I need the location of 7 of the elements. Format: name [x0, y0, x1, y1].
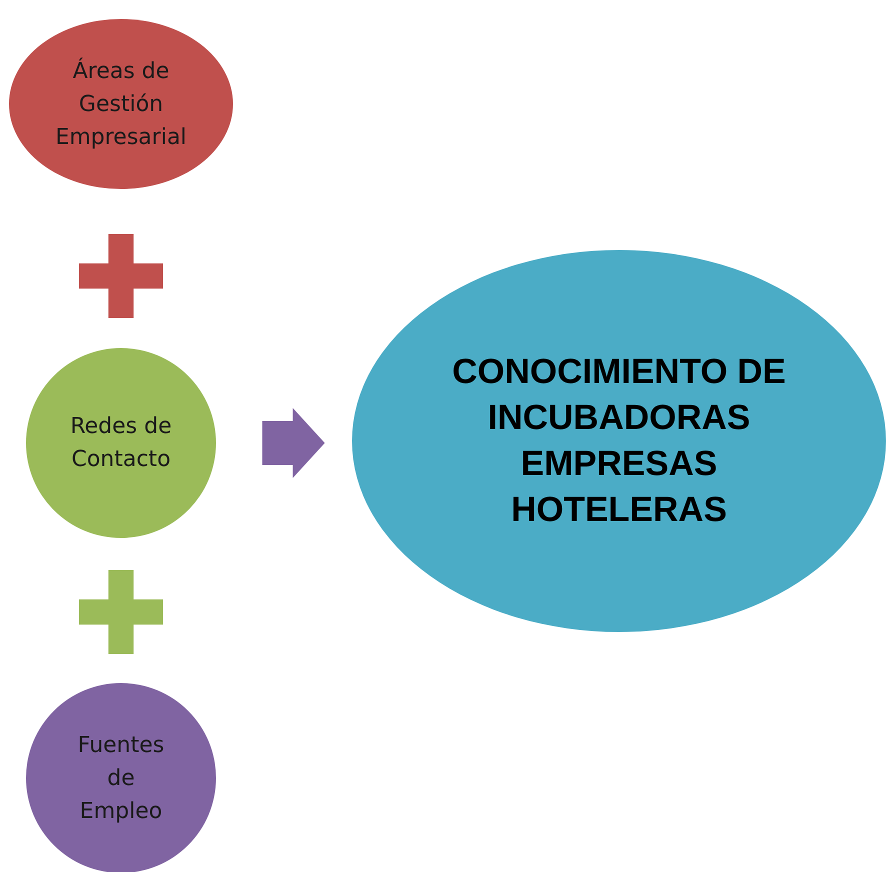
node-label: Fuentes de Empleo [76, 732, 166, 826]
arrow [262, 408, 325, 478]
plus-sign [79, 570, 163, 654]
node-label: Redes de Contacto [69, 413, 173, 474]
node-label: Áreas de Gestión Empresarial [54, 56, 188, 152]
plus-sign [79, 234, 163, 318]
node-label: CONOCIMIENTO DE INCUBADORAS EMPRESAS HOTELERAS [451, 351, 787, 531]
